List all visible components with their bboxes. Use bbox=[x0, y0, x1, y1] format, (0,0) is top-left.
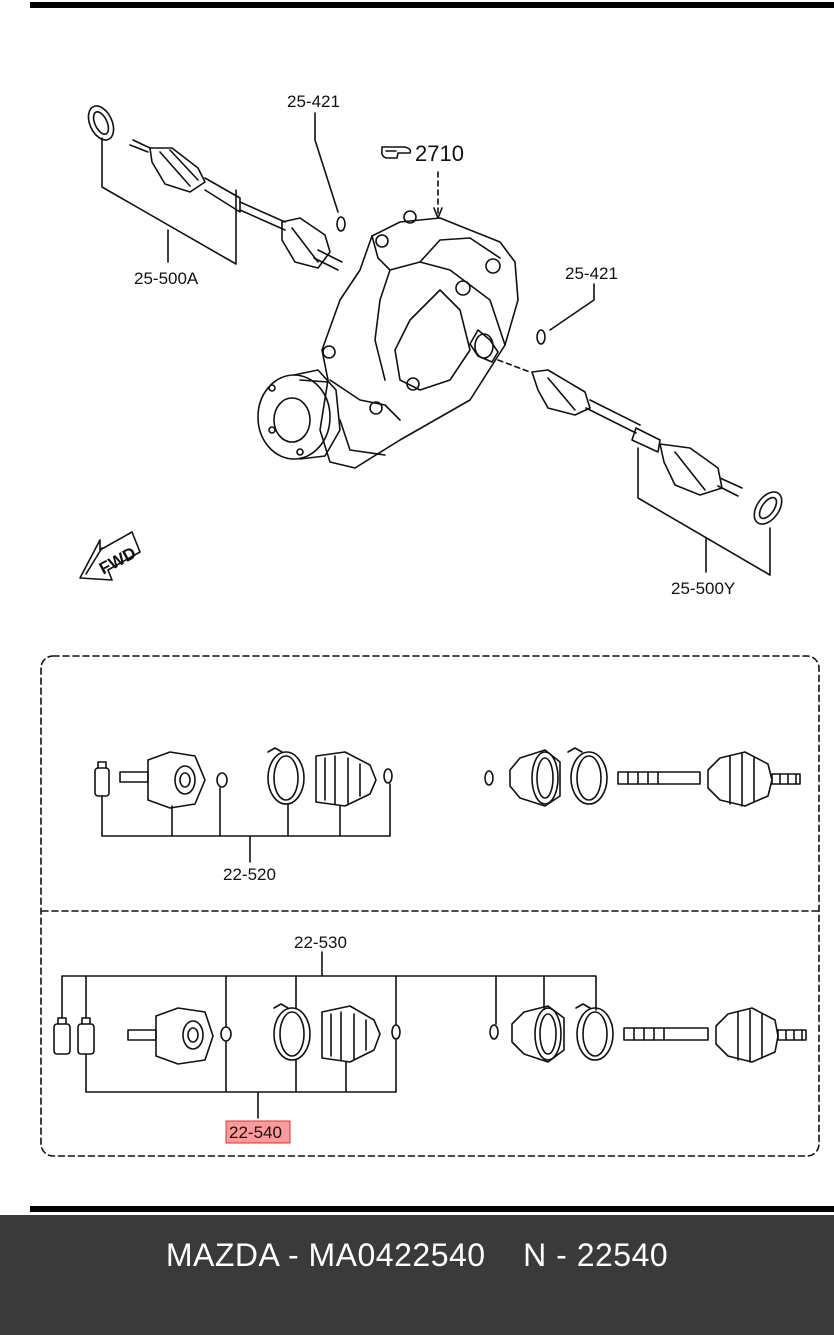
parts-diagram: 25-421 2710 25-500A 25-421 FWD 25-500Y 2… bbox=[30, 2, 834, 1212]
bottom-border bbox=[30, 1206, 834, 1212]
label-22-540: 22-540 bbox=[229, 1123, 282, 1142]
kit-box-outer bbox=[40, 655, 820, 1157]
label-25-421-top: 25-421 bbox=[287, 92, 340, 111]
top-border bbox=[30, 2, 834, 8]
highlight-box-22-540 bbox=[225, 1120, 291, 1144]
joint-kit-row-lower-drawing bbox=[53, 1003, 807, 1065]
label-25-500y: 25-500Y bbox=[671, 579, 735, 598]
bracket-25-500y bbox=[637, 447, 771, 576]
label-2710: 2710 bbox=[415, 141, 464, 166]
label-22-530: 22-530 bbox=[294, 933, 347, 952]
bracket-22-530 bbox=[61, 951, 597, 1027]
pointing-hand-icon bbox=[381, 146, 412, 159]
drive-shaft-left-drawing bbox=[87, 105, 346, 271]
joint-kit-row-upper-drawing bbox=[94, 747, 801, 809]
differential-housing-drawing bbox=[257, 210, 519, 469]
leader-25-421-right bbox=[549, 283, 595, 331]
label-25-500a: 25-500A bbox=[134, 269, 199, 288]
bracket-22-540 bbox=[85, 1039, 397, 1119]
label-22-520: 22-520 bbox=[223, 865, 276, 884]
footer-bar: MAZDA - MA0422540 N - 22540 bbox=[0, 1215, 834, 1335]
footer-part-number: MAZDA - MA0422540 N - 22540 bbox=[165, 1237, 669, 1273]
bracket-25-500a bbox=[101, 137, 237, 265]
label-25-421-right: 25-421 bbox=[565, 264, 618, 283]
leader-25-421-top bbox=[314, 112, 339, 213]
drive-shaft-right-drawing bbox=[497, 329, 783, 525]
forward-arrow-icon bbox=[79, 531, 141, 581]
bracket-22-520 bbox=[101, 783, 391, 863]
leader-2710-arrow bbox=[433, 207, 443, 219]
